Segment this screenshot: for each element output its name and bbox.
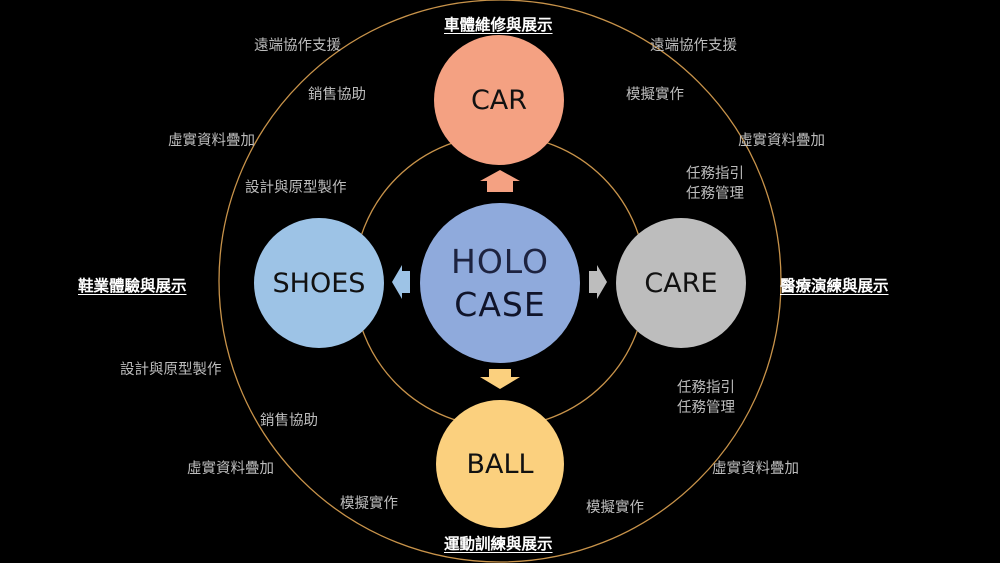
label-bl-1: 設計與原型製作: [120, 362, 222, 378]
arrow-right: [589, 265, 607, 299]
title-left: 鞋業體驗與展示: [78, 277, 187, 295]
label-tl-3: 虛實資料疊加: [168, 133, 255, 149]
label-tr-1: 遠端協作支援: [650, 38, 737, 54]
label-tr-2: 模擬實作: [626, 87, 684, 103]
arrow-down: [480, 369, 520, 389]
node-car: CAR: [434, 35, 564, 165]
title-top: 車體維修與展示: [444, 16, 553, 34]
arrow-left: [392, 265, 410, 299]
node-shoes-label: SHOES: [272, 267, 366, 299]
label-bl-4: 模擬實作: [340, 496, 398, 512]
label-br-1: 任務指引 任務管理: [677, 380, 735, 416]
node-ball: BALL: [436, 400, 564, 528]
label-br-3: 模擬實作: [586, 500, 644, 516]
node-care: CARE: [616, 218, 746, 348]
node-care-label: CARE: [644, 267, 718, 299]
node-center: HOLO CASE: [420, 203, 580, 363]
title-right: 醫療演練與展示: [780, 277, 889, 295]
center-label-line1: HOLO: [451, 242, 549, 281]
label-br-2: 虛實資料疊加: [712, 461, 799, 477]
center-label-line2: CASE: [454, 285, 546, 324]
label-bl-3: 虛實資料疊加: [187, 461, 274, 477]
label-tl-2: 銷售協助: [308, 87, 366, 103]
label-tr-3: 虛實資料疊加: [738, 133, 825, 149]
node-car-label: CAR: [470, 84, 528, 116]
node-shoes: SHOES: [254, 218, 384, 348]
label-tl-1: 遠端協作支援: [254, 38, 341, 54]
arrow-up: [480, 170, 520, 192]
title-bottom: 運動訓練與展示: [444, 535, 553, 553]
label-tr-4: 任務指引 任務管理: [686, 166, 744, 202]
label-tl-4: 設計與原型製作: [245, 180, 347, 196]
label-bl-2: 銷售協助: [260, 413, 318, 429]
outer-orbit-ring: [218, 0, 782, 563]
node-ball-label: BALL: [466, 448, 534, 480]
